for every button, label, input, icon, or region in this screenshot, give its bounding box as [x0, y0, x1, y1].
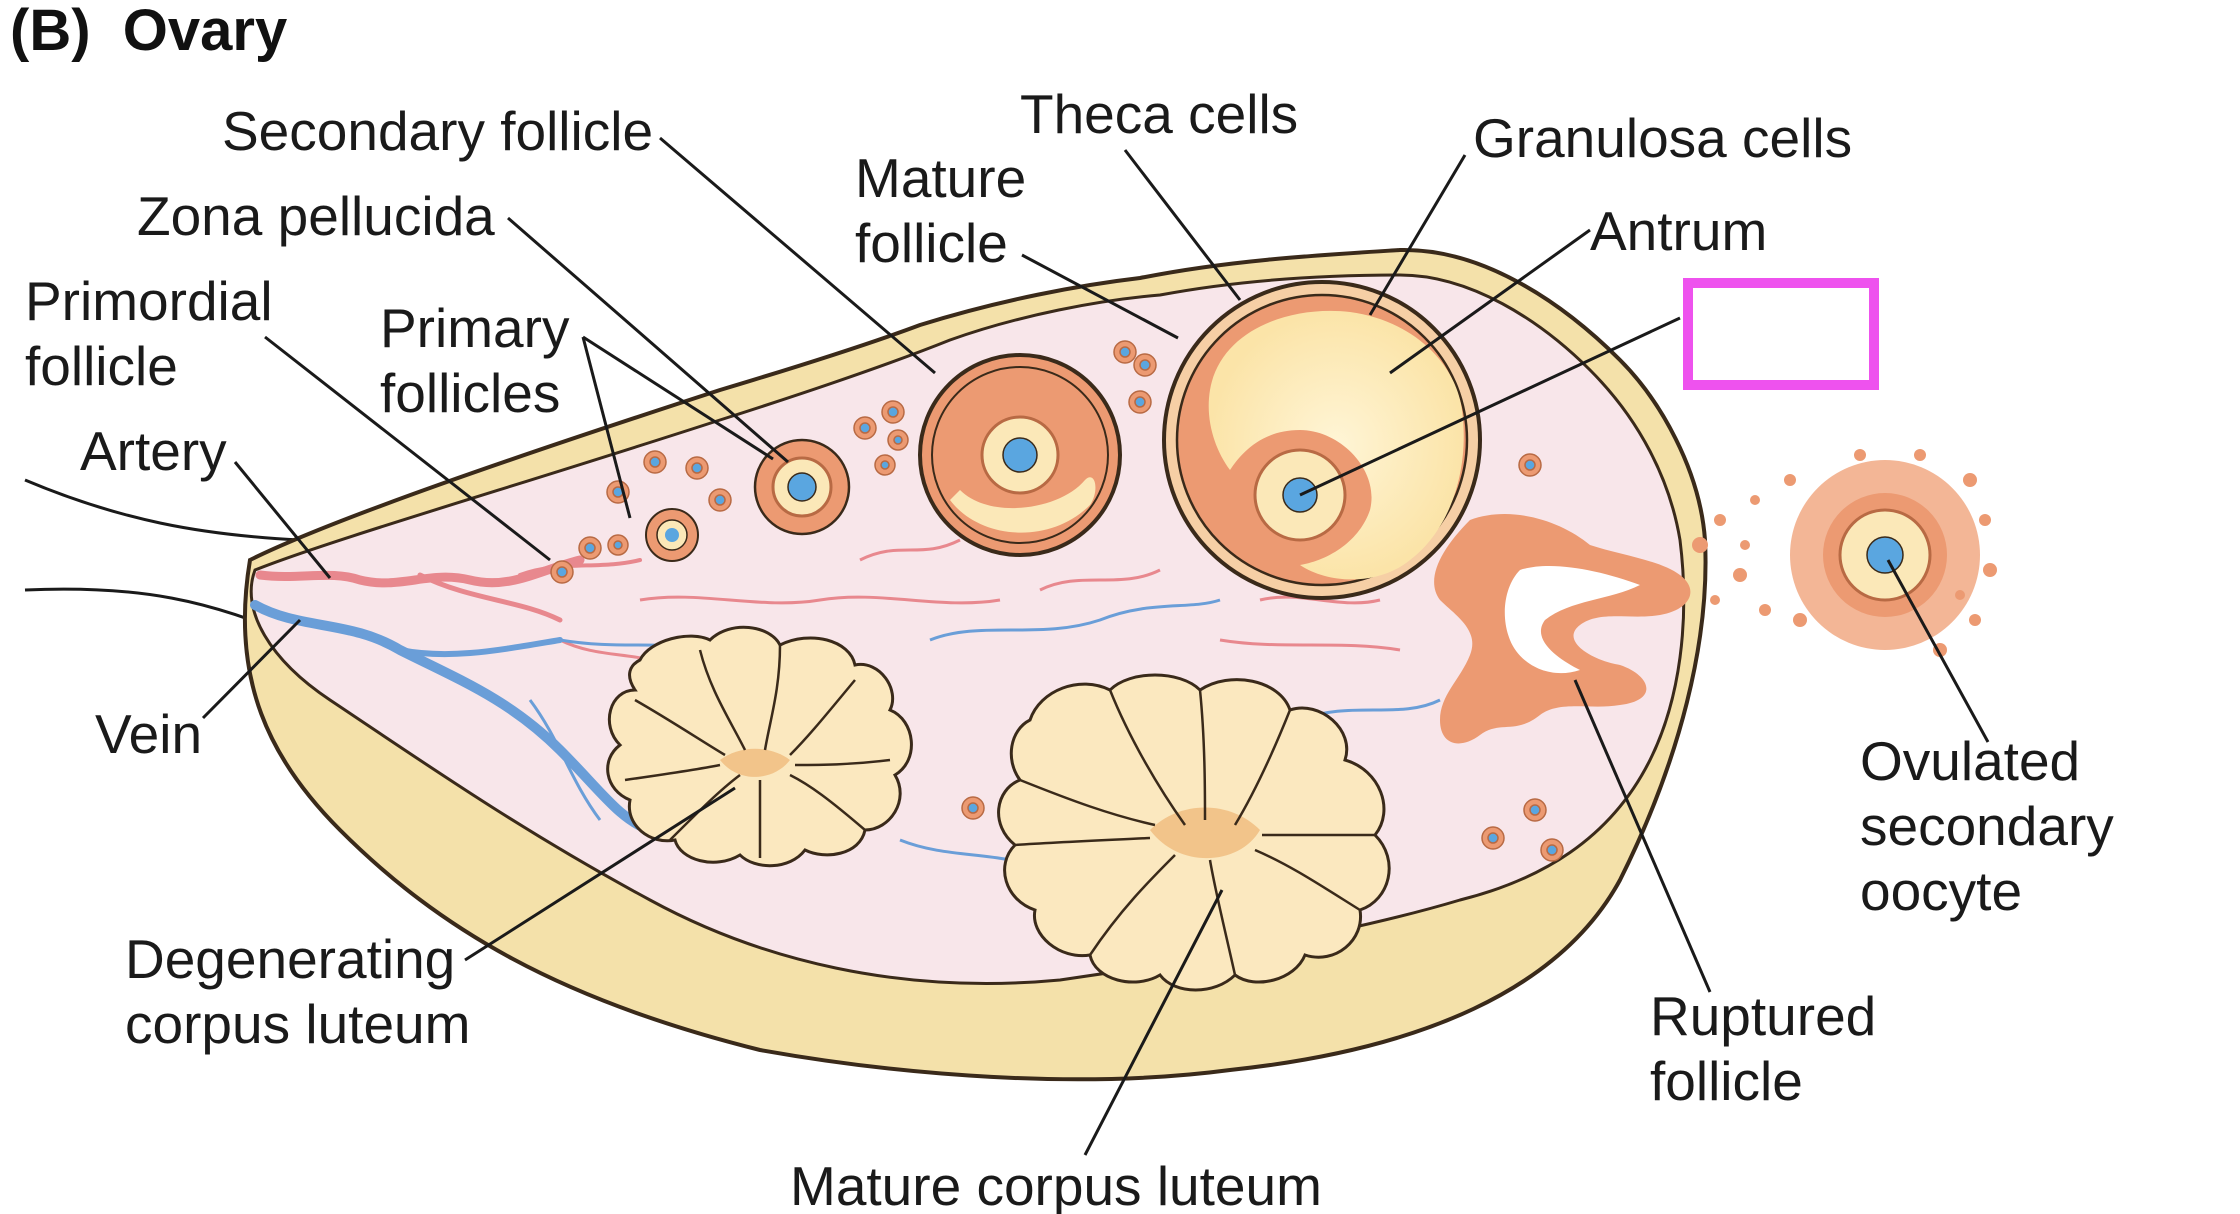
- label-mature-corpus-luteum: Mature corpus luteum: [790, 1155, 1322, 1214]
- label-ruptured-follicle-line1: Ruptured: [1650, 985, 1876, 1047]
- secondary-follicle: [753, 438, 851, 536]
- label-antrum: Antrum: [1590, 200, 1767, 262]
- ruptured-follicle: [1434, 514, 1691, 744]
- arteries: [255, 555, 642, 623]
- label-mature-follicle-line1: Mature: [855, 147, 1026, 209]
- label-ovulated-oocyte-line2: secondary: [1860, 795, 2114, 857]
- label-granulosa-cells: Granulosa cells: [1473, 107, 1852, 169]
- label-highlight-box[interactable]: [1683, 278, 1879, 390]
- graafian-follicle: [1162, 280, 1482, 600]
- label-degenerating-corpus-luteum-line2: corpus luteum: [125, 993, 470, 1055]
- label-zona-pellucida: Zona pellucida: [137, 185, 495, 247]
- label-secondary-follicle: Secondary follicle: [222, 100, 653, 162]
- label-primordial-follicle-line1: Primordial: [25, 270, 273, 332]
- ruptured-follicle-cavity: [1504, 565, 1640, 674]
- degenerating-corpus-luteum: [606, 625, 913, 868]
- label-primordial-follicle-line2: follicle: [25, 335, 178, 397]
- mature-follicle-middle: [918, 353, 1122, 557]
- label-theca-cells: Theca cells: [1020, 83, 1298, 145]
- label-primary-follicles-line2: follicles: [380, 362, 560, 424]
- label-vein: Vein: [95, 703, 202, 765]
- ovulated-oocyte: [1790, 449, 1997, 657]
- label-mature-follicle-line2: follicle: [855, 212, 1008, 274]
- panel-title: (B) Ovary: [10, 0, 287, 63]
- label-ovulated-oocyte-line3: oocyte: [1860, 860, 2022, 922]
- label-ruptured-follicle-line2: follicle: [1650, 1050, 1803, 1112]
- label-ovulated-oocyte-line1: Ovulated: [1860, 730, 2080, 792]
- veins: [250, 600, 655, 835]
- primary-follicles: [645, 508, 699, 562]
- mature-corpus-luteum: [997, 673, 1391, 992]
- expelled-cells: [1692, 474, 1807, 627]
- label-primary-follicles-line1: Primary: [380, 297, 570, 359]
- leader-lines: [201, 136, 1990, 1156]
- label-degenerating-corpus-luteum-line1: Degenerating: [125, 928, 455, 990]
- small-follicles: [550, 340, 1564, 862]
- label-artery: Artery: [80, 420, 227, 482]
- antrum-fluid: [1208, 310, 1464, 580]
